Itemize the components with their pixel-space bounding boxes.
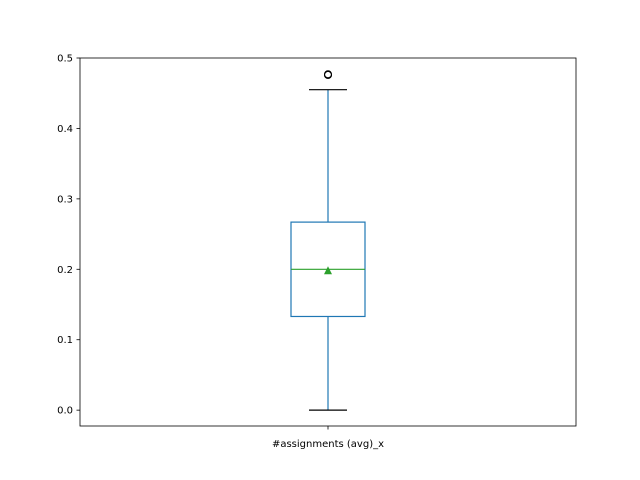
plot-frame — [79, 57, 577, 427]
y-axis: 0.0 0.1 0.2 0.3 0.4 0.5 — [57, 54, 80, 417]
x-axis: #assignments (avg)_x — [272, 426, 384, 450]
y-tick-label: 0.0 — [57, 406, 73, 417]
y-tick-label: 0.3 — [57, 194, 73, 205]
mean-marker — [324, 266, 332, 275]
y-tick-label: 0.2 — [57, 265, 73, 276]
box-marks — [290, 70, 366, 411]
y-tick-label: 0.5 — [57, 54, 73, 65]
y-tick-label: 0.1 — [57, 335, 73, 346]
outlier-point — [324, 70, 332, 79]
y-tick-label: 0.4 — [57, 124, 73, 135]
x-tick-label: #assignments (avg)_x — [272, 439, 384, 450]
